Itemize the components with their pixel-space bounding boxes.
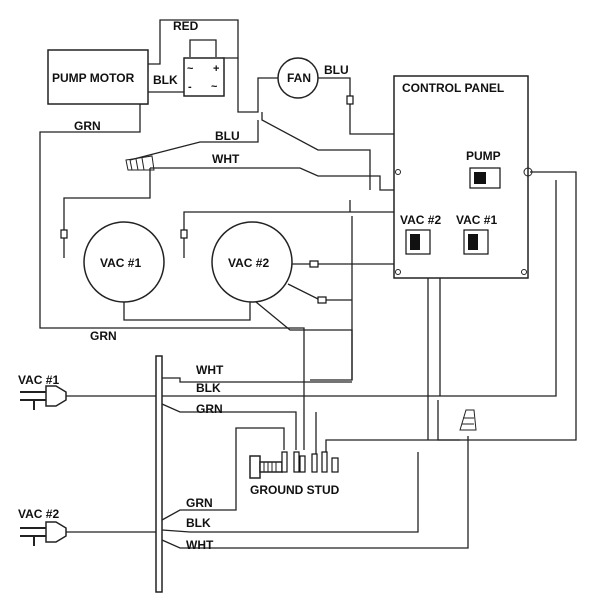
blk-2-wire-label: BLK — [186, 516, 211, 530]
rectifier-ac-top: ~ — [187, 63, 194, 75]
vac2-plug-label: VAC #2 — [18, 507, 59, 521]
fan-label: FAN — [287, 71, 311, 85]
grn-top-wire-label: GRN — [74, 119, 101, 133]
wire-nut-icon — [125, 155, 155, 171]
bridge-rectifier: ~ + - ~ — [183, 57, 225, 97]
wht-2-wire-label: WHT — [186, 538, 214, 552]
red-wire-label: RED — [173, 19, 199, 33]
vac1-motor: VAC #1 — [83, 221, 165, 303]
vac2-rocker-switch[interactable] — [405, 229, 431, 255]
inline-connectors — [60, 95, 354, 304]
ground-stud-icon — [249, 455, 283, 479]
rectifier-minus: - — [188, 81, 192, 93]
wht-mid-wire-label: WHT — [212, 152, 240, 166]
blk-motor-wire-label: BLK — [153, 73, 178, 87]
vac1-switch-label: VAC #1 — [456, 213, 497, 227]
grn-mid-wire-label: GRN — [90, 329, 117, 343]
vac1-rocker-switch[interactable] — [463, 229, 489, 255]
blu-fan-wire-label: BLU — [324, 63, 349, 77]
vac2-motor: VAC #2 — [211, 221, 293, 303]
vac2-plug-icon — [20, 521, 67, 546]
ground-stud-label: GROUND STUD — [250, 483, 340, 497]
vac2-motor-label: VAC #2 — [228, 256, 269, 270]
wht-1-wire-label: WHT — [196, 363, 224, 377]
vac2-switch-label: VAC #2 — [400, 213, 441, 227]
vac1-plug-icon — [20, 385, 67, 410]
control-panel-label: CONTROL PANEL — [402, 81, 504, 95]
vac1-plug-label: VAC #1 — [18, 373, 59, 387]
pump-motor-label: PUMP MOTOR — [52, 71, 135, 85]
rectifier-plus: + — [213, 63, 219, 75]
wire-nut-right-icon — [459, 409, 477, 431]
fan: FAN — [277, 57, 319, 99]
pump-switch-label: PUMP — [466, 149, 501, 163]
rectifier-ac-bottom: ~ — [211, 81, 218, 93]
grn-1-wire-label: GRN — [196, 402, 223, 416]
blk-1-wire-label: BLK — [196, 381, 221, 395]
terminal-strip — [155, 355, 163, 593]
blu-mid-wire-label: BLU — [215, 129, 240, 143]
pump-rocker-switch[interactable] — [469, 167, 501, 189]
vac1-motor-label: VAC #1 — [100, 256, 141, 270]
ground-terminals — [281, 451, 339, 473]
pump-motor: PUMP MOTOR — [47, 49, 149, 105]
grn-2-wire-label: GRN — [186, 496, 213, 510]
